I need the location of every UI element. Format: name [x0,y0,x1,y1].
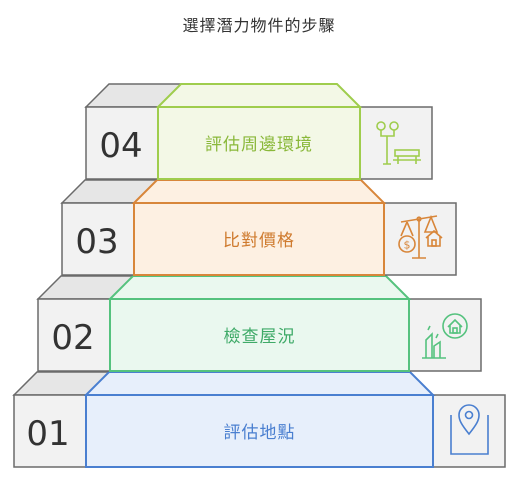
step-02-left-block [37,298,111,372]
step-02-right-block [408,298,482,372]
step-02-color-panel [109,298,410,372]
step-03-color-panel [133,202,385,276]
step-03-left-block [61,202,135,276]
step-02-color-top [107,275,412,300]
step-04: 04 評估周邊環境 [84,83,433,180]
step-01-right-block [432,394,506,468]
step-01: 01 評估地點 [12,371,506,468]
step-03-color-top [131,179,387,204]
step-01-color-panel [85,394,434,468]
price-scale-icon: $ [398,214,443,259]
house-inspection-icon [422,313,468,359]
step-02: 02 檢查屋況 [36,275,482,372]
step-04-number: 04 [99,126,142,166]
step-04-left-block [85,106,159,180]
step-03-right-block [383,202,457,276]
step-03: 03 比對價格 $ [60,179,457,276]
step-03-number: 03 [75,222,118,262]
step-03-label: 比對價格 [223,231,295,251]
step-02-number: 02 [51,318,94,358]
step-01-label: 評估地點 [224,423,296,443]
step-04-label: 評估周邊環境 [205,135,313,155]
step-01-color-top [83,371,436,396]
map-pin-icon [450,404,489,455]
svg-text:$: $ [404,239,411,252]
park-bench-icon [376,121,421,165]
step-04-color-panel [157,106,361,180]
page-title: 選擇潛力物件的步驟 [182,16,336,35]
step-04-right-block [359,106,433,180]
step-04-color-top [155,83,363,108]
step-01-number: 01 [26,414,69,454]
step-02-label: 檢查屋況 [224,327,296,347]
step-01-left-block [13,394,87,468]
